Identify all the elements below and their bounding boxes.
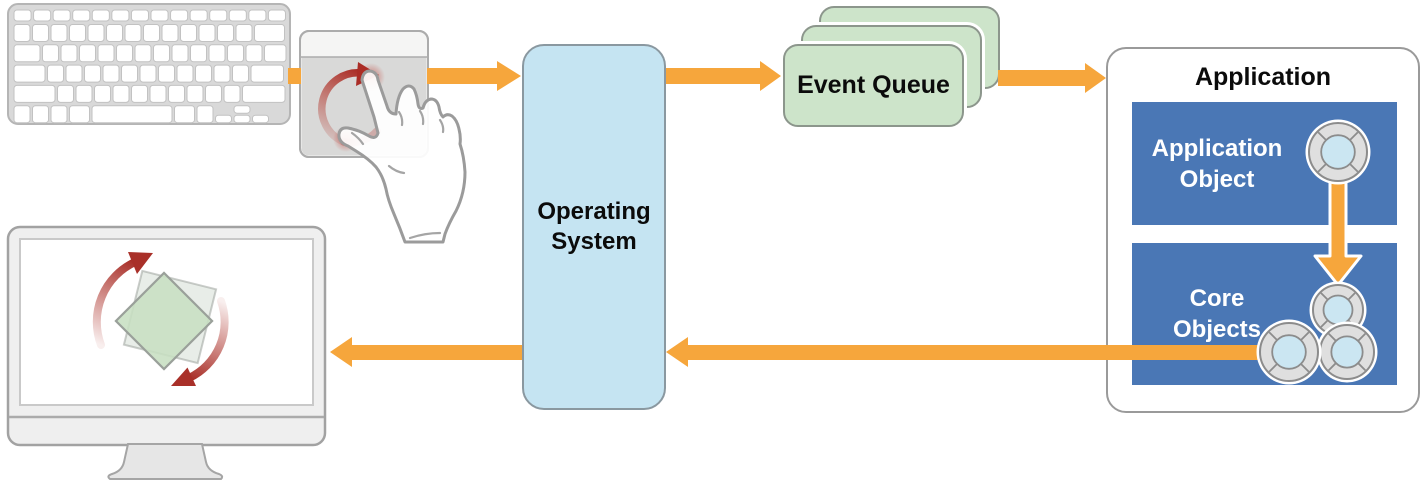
operating-system-node: Operating System — [522, 44, 666, 410]
rotating-square-icon — [114, 269, 218, 371]
rotate-gesture-icon — [318, 62, 385, 152]
arrow-keyboard-to-trackpad — [288, 68, 301, 84]
two-finger-hand-icon — [337, 69, 467, 244]
arrow-event-queue-to-application — [998, 63, 1106, 93]
application-object-node: Application Object — [1132, 102, 1397, 225]
arrow-os-to-display — [330, 337, 522, 367]
core-objects-label: Core Objects — [1172, 285, 1262, 343]
monitor-icon — [6, 225, 327, 480]
core-objects-node: Core Objects — [1132, 243, 1397, 385]
trackpad-icon — [299, 30, 429, 158]
operating-system-label: Operating System — [537, 198, 651, 255]
application-object-label: Application Object — [1151, 134, 1283, 193]
event-queue-node: Event Queue — [783, 44, 964, 127]
event-queue-label: Event Queue — [797, 71, 950, 99]
rotation-arrows-icon — [92, 252, 229, 386]
arrow-os-to-event-queue — [666, 61, 781, 91]
touch-point-glow — [357, 63, 385, 91]
touch-point-glow — [333, 126, 359, 152]
arrow-trackpad-to-os — [427, 61, 521, 91]
application-title: Application — [1194, 63, 1332, 91]
keyboard-keys — [13, 9, 287, 124]
application-panel: Application Application Object Core Obje… — [1106, 47, 1420, 413]
keyboard-icon — [7, 3, 291, 125]
